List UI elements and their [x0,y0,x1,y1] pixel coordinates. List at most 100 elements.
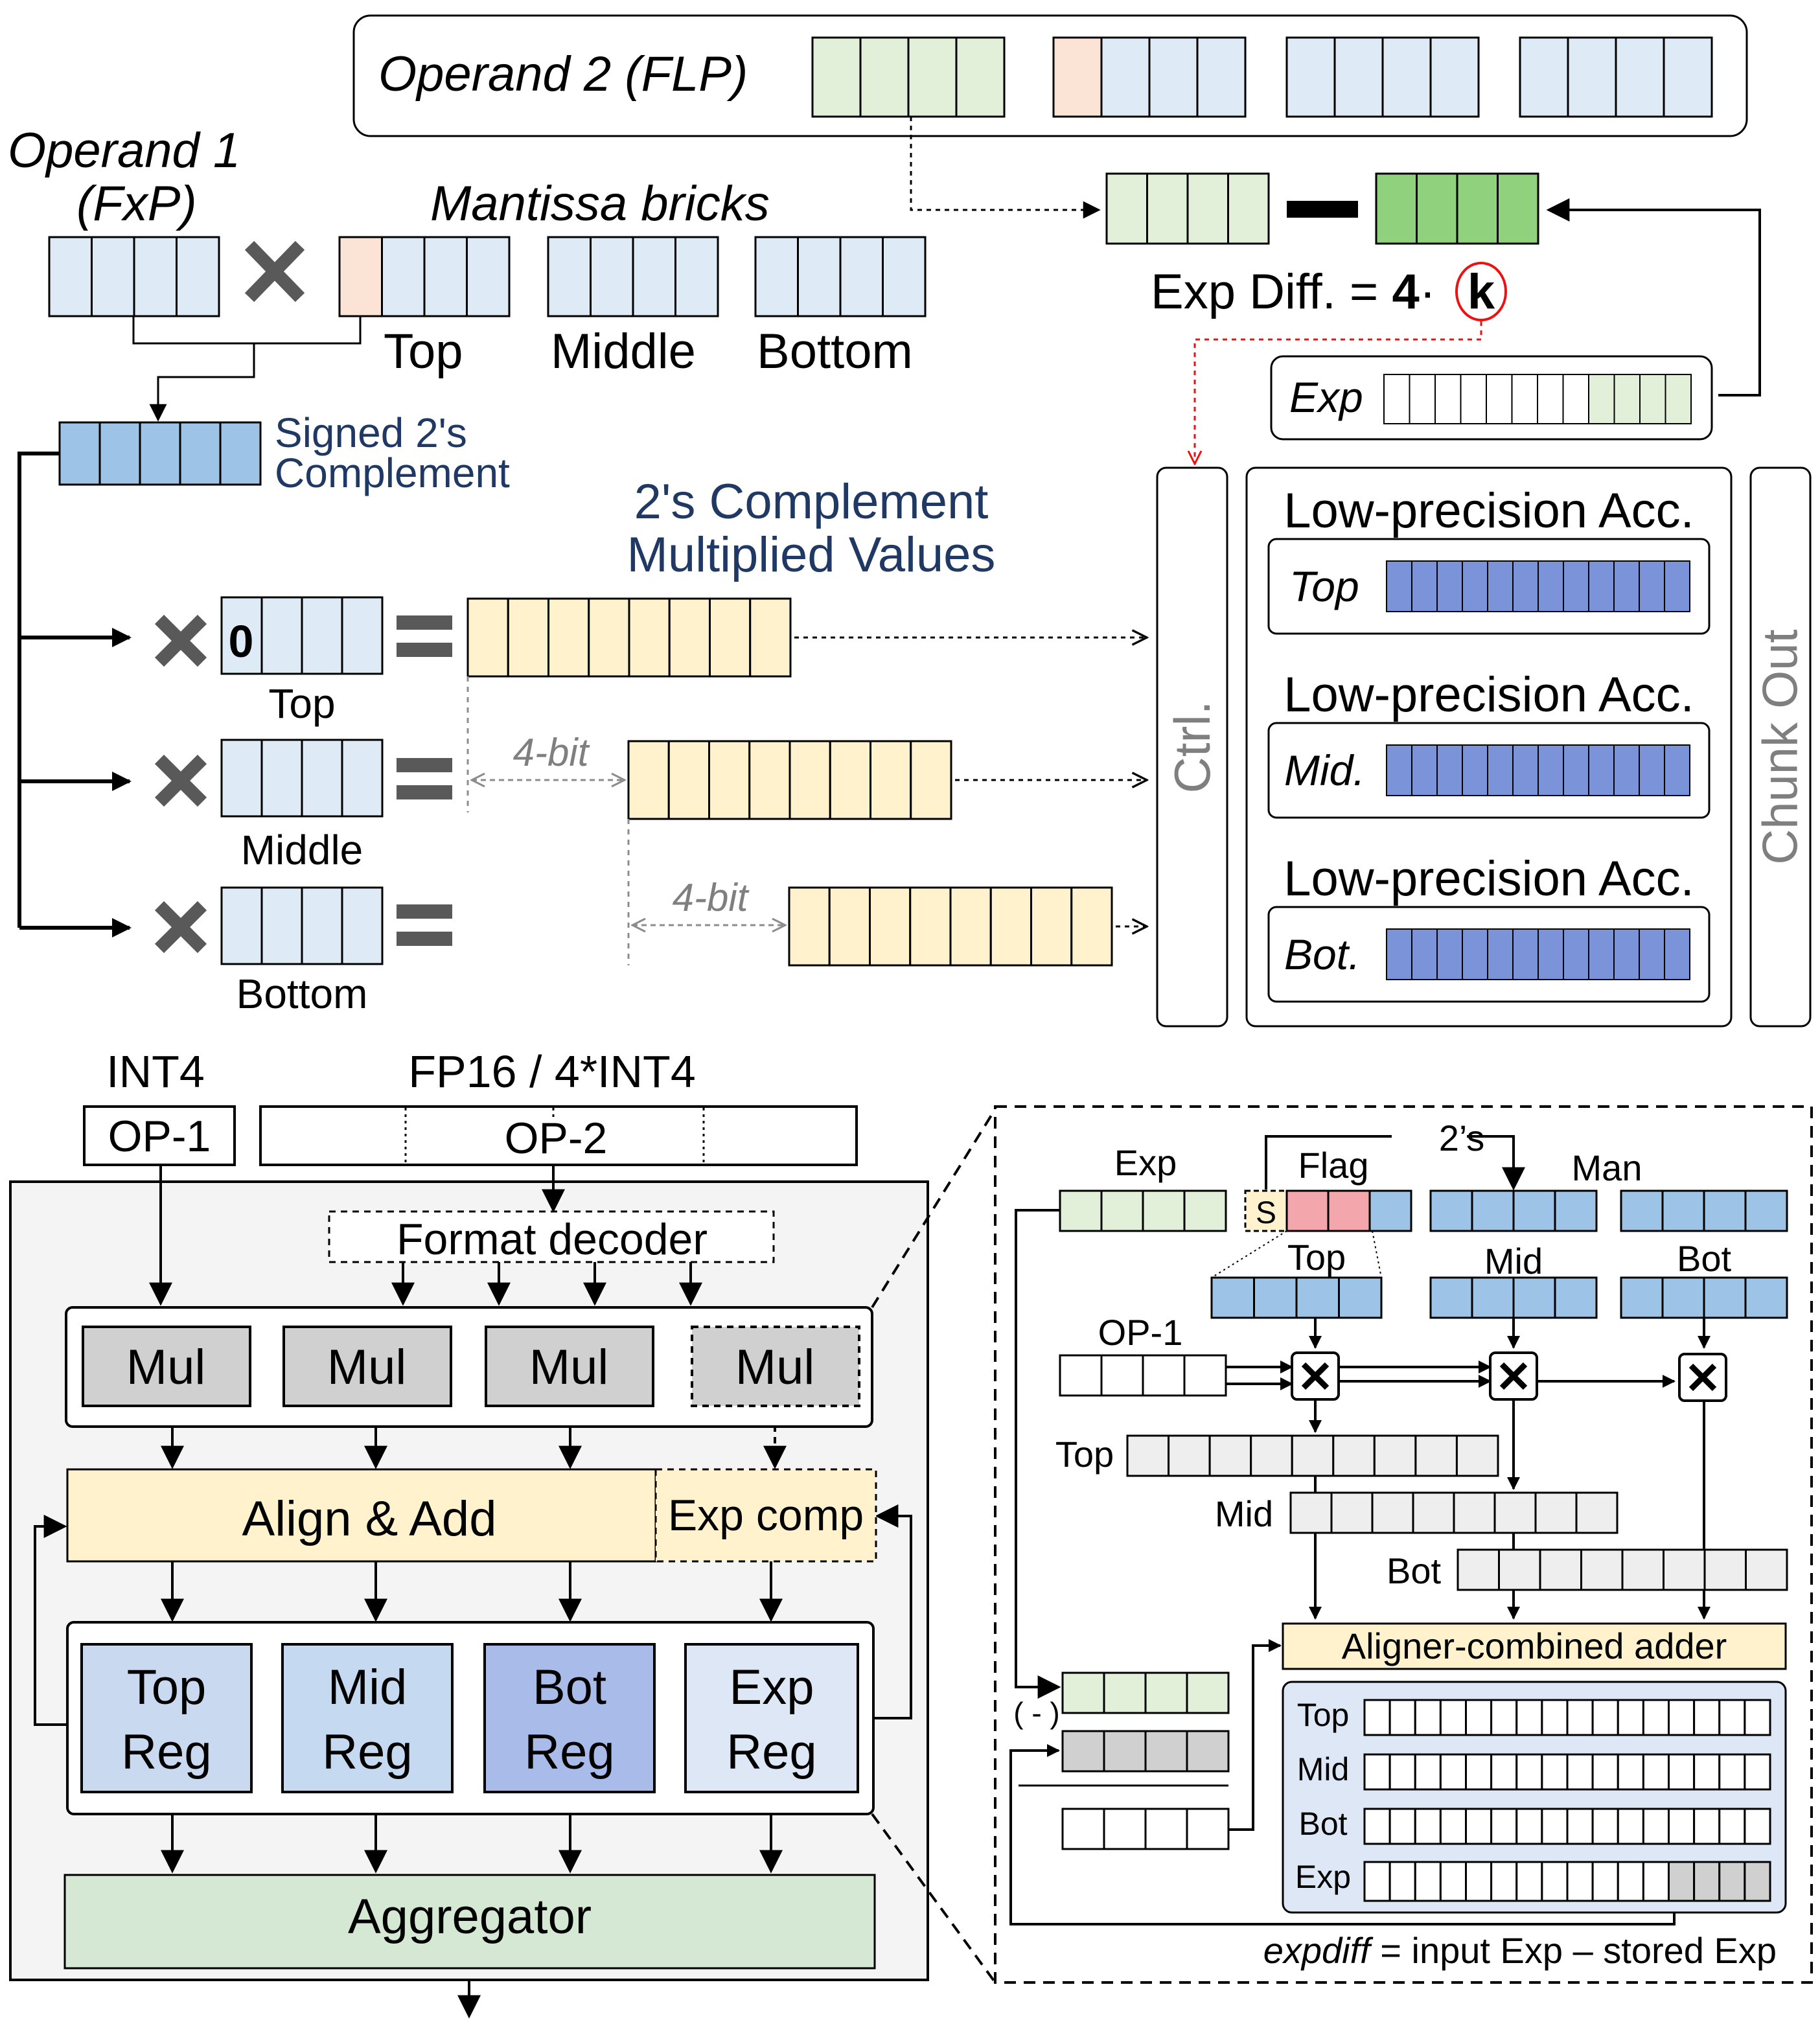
bit-cell [1512,560,1539,612]
bit-cell [1621,1548,1664,1591]
bit-cell [1411,928,1438,980]
bit-cell [789,740,831,820]
bit-cell [989,886,1032,967]
bit-cell [1465,1808,1493,1845]
bit-cell [341,886,384,965]
bit-cell [1103,1808,1147,1850]
bit-cell [1327,1189,1371,1232]
bit-cell [1718,1753,1746,1791]
bit-cell [1718,1861,1746,1902]
bit-cell [1291,1434,1335,1477]
detail-reg-bot-label: Bot [1298,1806,1347,1842]
bit-cell [1487,928,1514,980]
signed-complement-label-1: Signed 2's [275,409,467,456]
bit-cell [48,236,93,317]
expdiff-formula: expdiff = input Exp – stored Exp [1263,1930,1777,1971]
bit-cell [1381,36,1432,118]
bit-cell [1664,744,1690,796]
acc-top-label: Top [1289,562,1359,610]
bit-cell [1562,374,1589,424]
bit-cell [1703,1189,1747,1232]
acc-mid-cells [1386,744,1690,796]
detail-reg-top-label: Top [1297,1697,1350,1733]
pe-background [9,1180,929,1981]
bit-cell [1471,1276,1515,1319]
exp-comp-label: Exp comp [668,1491,864,1540]
ctrl-label: Ctrl. [1164,701,1221,794]
exp-reg-block [684,1643,859,1793]
bit-cell [341,596,384,675]
bit-cell [1639,928,1665,980]
bit-cell [220,886,263,965]
detail-reg-top [1363,1699,1771,1736]
pe-arrows [34,1165,912,2019]
bit-cell [1465,1753,1493,1791]
mul-label-4: Mul [735,1340,814,1395]
op2-dividers [404,1108,705,1164]
detail-man-brick-2 [1620,1189,1788,1232]
mul-block-2 [282,1326,452,1407]
detail-sub-result [1061,1808,1230,1850]
minus-icon [1287,201,1358,218]
bit-cell [1455,1434,1499,1477]
detail-prod-mid [1289,1491,1618,1534]
bit-cell [1668,1753,1696,1791]
row-top-multiply-icon [154,614,207,667]
bit-cell [133,236,178,317]
bit-cell [1615,36,1665,118]
bit-cell [1462,744,1488,796]
mantissa-brick-top [338,236,511,317]
bit-cell [1541,1753,1569,1791]
bit-cell [1388,1699,1416,1736]
bit-cell [1515,1861,1543,1902]
chunk-out-block [1749,466,1812,1028]
bit-cell [1465,1699,1493,1736]
product-top [467,597,792,678]
multiply-icon [244,240,305,303]
bit-cell [1538,744,1564,796]
bit-cell [1414,1753,1442,1791]
bit-cell [1497,172,1539,245]
bit-cell [1693,1861,1721,1902]
bot-reg-label-1: Bot [533,1660,606,1715]
bit-cell [1591,1861,1619,1902]
mul-label-3: Mul [529,1340,608,1395]
bit-cell [1289,1491,1333,1534]
bit-cell [1744,1699,1771,1736]
acc-bot-label: Bot. [1284,930,1360,978]
detail-prod-top [1126,1434,1499,1477]
bit-cell [1541,1861,1569,1902]
op2-label: OP-2 [505,1114,608,1163]
acc-mid-label: Mid. [1284,746,1365,794]
bit-cell [1487,560,1514,612]
bit-cell [949,886,992,967]
detail-sign-bit [1244,1189,1288,1232]
align-add-block [66,1468,657,1563]
bit-cell [749,597,792,678]
mantissa-brick-bottom [754,236,927,317]
bit-cell [1515,1753,1543,1791]
row-middle-equals-icon [397,758,452,799]
acc-bot-cells [1386,928,1690,980]
detail-flag-bracket [1265,1135,1525,1191]
row-middle-label: Middle [241,827,363,873]
bit-cell [301,886,343,965]
bit-cell [1512,1189,1556,1232]
bit-cell [1537,374,1564,424]
bit-cell [1414,1699,1442,1736]
detail-multiplier-1 [1291,1351,1340,1401]
bit-cell [1511,374,1538,424]
exp-register-cells [1383,374,1692,424]
bit-cell [1512,744,1539,796]
aggregator-label: Aggregator [348,1889,592,1944]
exp-reg-label-1: Exp [730,1660,814,1715]
bit-cell [1575,1491,1618,1534]
bit-cell [1414,1434,1458,1477]
bit-cell [1030,886,1073,967]
bit-cell [1566,1699,1594,1736]
bit-cell [1250,1434,1293,1477]
bit-cell [1639,560,1665,612]
bit-cell [1363,1753,1391,1791]
mul-block-3 [485,1326,654,1407]
bit-cell [1563,744,1589,796]
